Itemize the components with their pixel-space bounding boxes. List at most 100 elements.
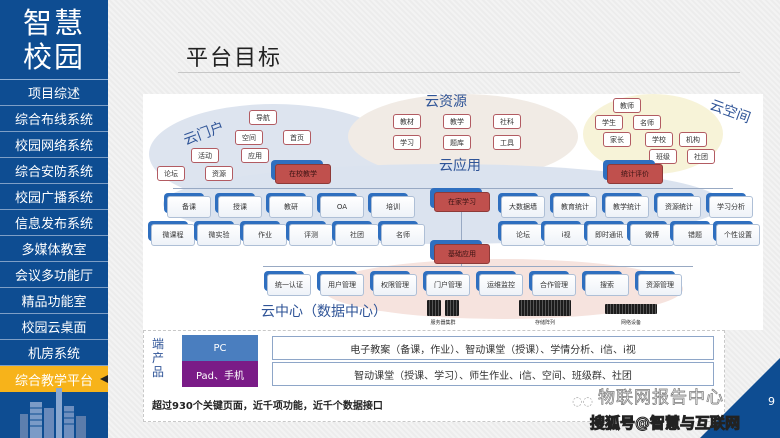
- portal-chip: 空间: [235, 130, 263, 145]
- app-node: 门户管理: [423, 271, 470, 296]
- app-node: 统一认证: [264, 271, 311, 296]
- active-pointer-icon: [100, 375, 108, 383]
- sidebar-item-label: 信息发布系统: [14, 217, 93, 232]
- node-label: 错题: [673, 224, 717, 246]
- pc-features: 电子教案（备课，作业）、智动课堂（授课）、学情分析、i信、i视: [272, 336, 714, 360]
- app-node: 权限管理: [370, 271, 417, 296]
- app-node: 微课程: [148, 221, 195, 246]
- app-node: 教育统计: [550, 193, 597, 218]
- node-label: 用户管理: [320, 274, 364, 296]
- space-chip: 名师: [633, 115, 661, 130]
- category-school-teaching: 在校教学: [271, 160, 331, 184]
- app-node: 微博: [627, 221, 674, 246]
- sidebar-item-label: 综合教学平台: [14, 373, 93, 389]
- summary-text: 超过930个关键页面，近千项功能，近千个数据接口: [152, 401, 383, 412]
- sidebar-item-label: 会议多功能厅: [14, 269, 93, 284]
- space-chip: 学校: [645, 132, 673, 147]
- app-node: 学习分析: [706, 193, 753, 218]
- node-label: 评测: [289, 224, 333, 246]
- platform-architecture-diagram: 云门户云资源云空间云应用云中心（数据中心）导航空间首页活动应用论坛资源教材教学社…: [143, 94, 763, 330]
- connector-line: [263, 266, 693, 267]
- zone-label-apps: 云应用: [439, 158, 481, 174]
- resource-chip: 题库: [443, 135, 471, 150]
- sidebar-item[interactable]: 校园广播系统: [0, 184, 108, 210]
- app-node: 资源统计: [654, 193, 701, 218]
- wechat-icon: ◌◌: [572, 394, 593, 408]
- sidebar-item[interactable]: 信息发布系统: [0, 210, 108, 236]
- title-divider: [178, 72, 740, 73]
- node-label: 资源统计: [657, 196, 701, 218]
- node-label: 社团: [335, 224, 379, 246]
- sidebar-item[interactable]: 项目综述: [0, 80, 108, 106]
- portal-chip: 活动: [191, 148, 219, 163]
- watermark-line-2: 搜狐号@智慧与互联网: [589, 414, 741, 433]
- node-label: 运维监控: [479, 274, 523, 296]
- node-label: 微博: [630, 224, 674, 246]
- app-node: 社团: [332, 221, 379, 246]
- node-label: 培训: [371, 196, 415, 218]
- city-skyline-icon: [20, 388, 86, 438]
- sidebar-item[interactable]: 综合教学平台: [0, 366, 108, 392]
- pad-features: 智动课堂（授课、学习）、师生作业、i信、空间、班级群、社团: [272, 362, 714, 386]
- portal-chip: 首页: [283, 130, 311, 145]
- app-node: OA: [317, 193, 364, 218]
- space-chip: 学生: [595, 115, 623, 130]
- sidebar-item[interactable]: 机房系统: [0, 340, 108, 366]
- node-label: 教研: [269, 196, 313, 218]
- resource-chip: 社科: [493, 114, 521, 129]
- app-node: 培训: [368, 193, 415, 218]
- sidebar-item[interactable]: 多媒体教室: [0, 236, 108, 262]
- portal-chip: 导航: [249, 110, 277, 125]
- sidebar-item-label: 校园广播系统: [14, 191, 93, 206]
- app-node: 授课: [215, 193, 262, 218]
- node-label: 大数据墙: [501, 196, 545, 218]
- portal-chip: 论坛: [157, 166, 185, 181]
- node-label: 微课程: [151, 224, 195, 246]
- app-node: 评测: [286, 221, 333, 246]
- app-node: 微实验: [194, 221, 241, 246]
- app-node: 个性设置: [713, 221, 760, 246]
- node-label: OA: [320, 196, 364, 218]
- app-node: 教研: [266, 193, 313, 218]
- node-label: 论坛: [501, 224, 545, 246]
- storage-array-icon: [519, 300, 571, 316]
- sidebar-item-label: 机房系统: [27, 347, 80, 362]
- node-label: i视: [544, 224, 588, 246]
- sidebar-item[interactable]: 综合安防系统: [0, 158, 108, 184]
- node-label: 统计评价: [607, 164, 663, 184]
- sidebar-item-label: 综合布线系统: [14, 113, 93, 128]
- hardware-label: 服务器集群: [430, 320, 456, 326]
- end-products-panel: 端产品 PC Pad、手机 电子教案（备课，作业）、智动课堂（授课）、学情分析、…: [143, 330, 725, 422]
- hardware-label: 网络设备: [620, 320, 641, 326]
- sidebar-item[interactable]: 综合布线系统: [0, 106, 108, 132]
- server-cluster-icon: [427, 300, 441, 316]
- sidebar-nav: 项目综述综合布线系统校园网络系统综合安防系统校园广播系统信息发布系统多媒体教室会…: [0, 80, 108, 392]
- server-cluster-icon: [445, 300, 459, 316]
- node-label: 教学统计: [605, 196, 649, 218]
- sidebar-item[interactable]: 精品功能室: [0, 288, 108, 314]
- node-label: 名师: [381, 224, 425, 246]
- brand-line-2: 校园: [22, 39, 85, 74]
- sidebar-item-label: 精品功能室: [21, 295, 87, 310]
- node-label: 即时通讯: [587, 224, 631, 246]
- node-label: 门户管理: [426, 274, 470, 296]
- zone-label-center: 云中心（数据中心）: [261, 304, 387, 320]
- node-label: 学习分析: [709, 196, 753, 218]
- sidebar-item[interactable]: 校园云桌面: [0, 314, 108, 340]
- space-chip: 家长: [603, 132, 631, 147]
- page-number: 9: [768, 395, 775, 408]
- node-label: 基础应用: [434, 244, 490, 264]
- node-label: 合作管理: [532, 274, 576, 296]
- app-node: 即时通讯: [584, 221, 631, 246]
- node-label: 统一认证: [267, 274, 311, 296]
- sidebar-item-label: 校园云桌面: [21, 321, 87, 336]
- corner-decoration: [700, 358, 780, 438]
- sidebar-item[interactable]: 会议多功能厅: [0, 262, 108, 288]
- portal-chip: 应用: [241, 148, 269, 163]
- app-node: 备课: [164, 193, 211, 218]
- node-label: 教育统计: [553, 196, 597, 218]
- node-label: 权限管理: [373, 274, 417, 296]
- sidebar-item[interactable]: 校园网络系统: [0, 132, 108, 158]
- sidebar-item-label: 项目综述: [27, 87, 80, 102]
- app-node: 教学统计: [602, 193, 649, 218]
